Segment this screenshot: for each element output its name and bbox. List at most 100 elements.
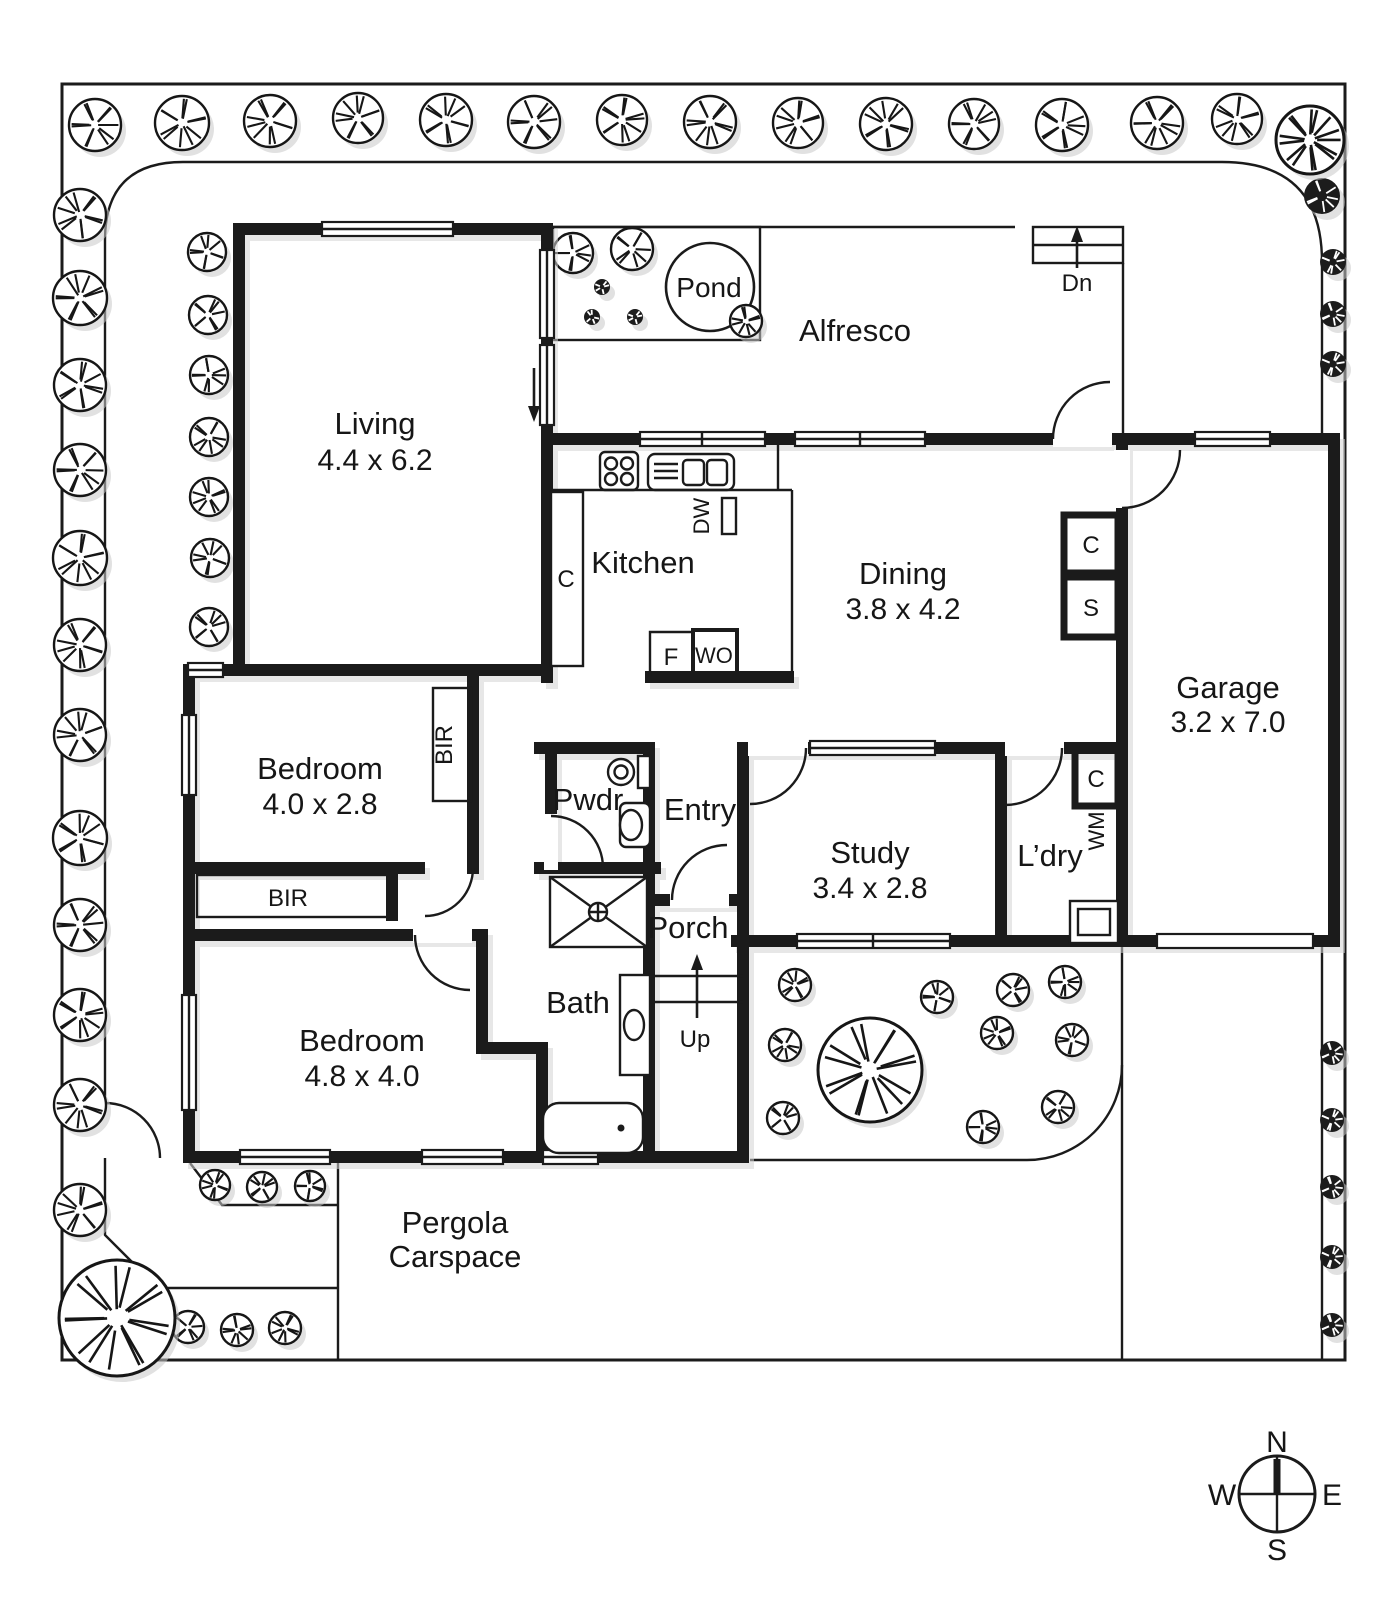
tree-icon [979,1015,1018,1055]
label-stairs-down: Dn [1062,270,1093,297]
room-label-dining: Dining [859,556,947,591]
window [538,248,556,340]
compass-n: N [1266,1426,1288,1459]
label-cupboard-laundry: C [1087,766,1104,793]
laundry-door-arc [1004,747,1064,807]
tree-icon [965,1109,1004,1149]
room-label-bath: Bath [546,985,610,1020]
window [793,430,927,448]
garden-bed-se-edge [750,1064,1124,1162]
tree-icon [1320,351,1351,383]
door-arcs [413,380,1182,992]
room-dims-garage: 3.2 x 7.0 [1170,706,1285,739]
tree-icon [52,897,111,957]
tree-icon [187,294,232,340]
robe-wall-stub [386,871,398,921]
label-dishwasher: DW [689,497,714,534]
tree-icon [1320,1245,1349,1275]
window [186,661,225,679]
room-label-kitchen: Kitchen [591,545,694,580]
window [320,220,455,238]
tree-icon [728,303,767,343]
tree-icon [418,92,477,152]
tree-icon [595,93,652,151]
label-bir-2: BIR [268,885,308,912]
tree-icon [816,1016,927,1128]
compass-s: S [1267,1534,1287,1567]
tree-icon [1320,1108,1349,1138]
tree-icon [189,537,234,583]
tree-icon [1034,97,1093,157]
room-labels: Living 4.4 x 6.2 Alfresco Pond Kitchen D… [257,270,1285,1274]
window [180,993,198,1112]
tree-icon [777,967,816,1007]
tree-icon [947,97,1004,155]
label-pergola-line2: Carspace [389,1239,522,1274]
label-cupboard-kitchen: C [557,566,574,593]
laundry-cupboard [1071,746,1122,810]
room-label-porch: Porch [648,910,729,945]
room-dims-bedroom2: 4.8 x 4.0 [304,1060,419,1093]
garage-door [1155,932,1315,950]
tree-icon [242,93,301,153]
boundary-inner-line [103,160,1324,1103]
tree-icon [52,187,111,247]
tree-icon [57,1258,180,1382]
gate-arc [104,1101,162,1159]
tree-icon [186,231,231,277]
tree-icon [52,357,111,417]
bush-icon [594,279,615,301]
label-bir-1: BIR [431,725,458,765]
window [238,1148,332,1166]
porch-up-arrowhead [691,954,703,970]
cooktop [598,450,640,492]
tree-icon [52,707,111,767]
tree-icon [1320,1313,1349,1343]
window [180,713,198,797]
powder-door-arc [550,814,605,869]
room-dims-dining: 3.8 x 4.2 [845,593,960,626]
room-label-bedroom2: Bedroom [299,1023,425,1058]
room-dims-study: 3.4 x 2.8 [812,872,927,905]
label-fridge: F [664,644,679,671]
room-label-living: Living [335,406,416,441]
sink [646,452,736,492]
tree-icon [1274,104,1349,180]
room-label-garage: Garage [1176,670,1279,705]
room-label-alfresco: Alfresco [799,313,911,348]
compass-w: W [1208,1479,1237,1512]
room-label-powder: Pwdr [553,782,624,817]
label-store: S [1083,595,1099,622]
study-door-arc [749,747,808,806]
window [795,932,952,950]
tree-icon [506,94,565,154]
room-label-bedroom1: Bedroom [257,751,383,786]
window [1193,430,1272,448]
bed1-door-arc [424,867,475,918]
room-label-laundry: L’dry [1017,838,1083,873]
windows [180,220,1315,1166]
bathtub [541,1101,645,1155]
tree-icon [765,1100,804,1140]
tree-icon [1054,1022,1093,1062]
tree-icon [188,476,233,522]
wall-oven [691,628,739,679]
tree-icon [1304,178,1345,220]
label-cupboard-dining: C [1082,532,1099,559]
label-pergola-line1: Pergola [402,1205,510,1240]
room-dims-bedroom1: 4.0 x 2.8 [262,788,377,821]
shower [548,875,649,949]
tree-icon [858,96,917,156]
window [420,1148,505,1166]
bed1-robe [431,686,473,803]
garden-trees [51,91,1351,1382]
compass-e: E [1322,1479,1342,1512]
fixtures [195,368,1122,1155]
tree-icon [1320,301,1351,333]
tree-icon [771,96,828,154]
label-stairs-up: Up [680,1026,711,1053]
room-label-pond: Pond [676,272,741,303]
tree-icon [219,1312,258,1352]
